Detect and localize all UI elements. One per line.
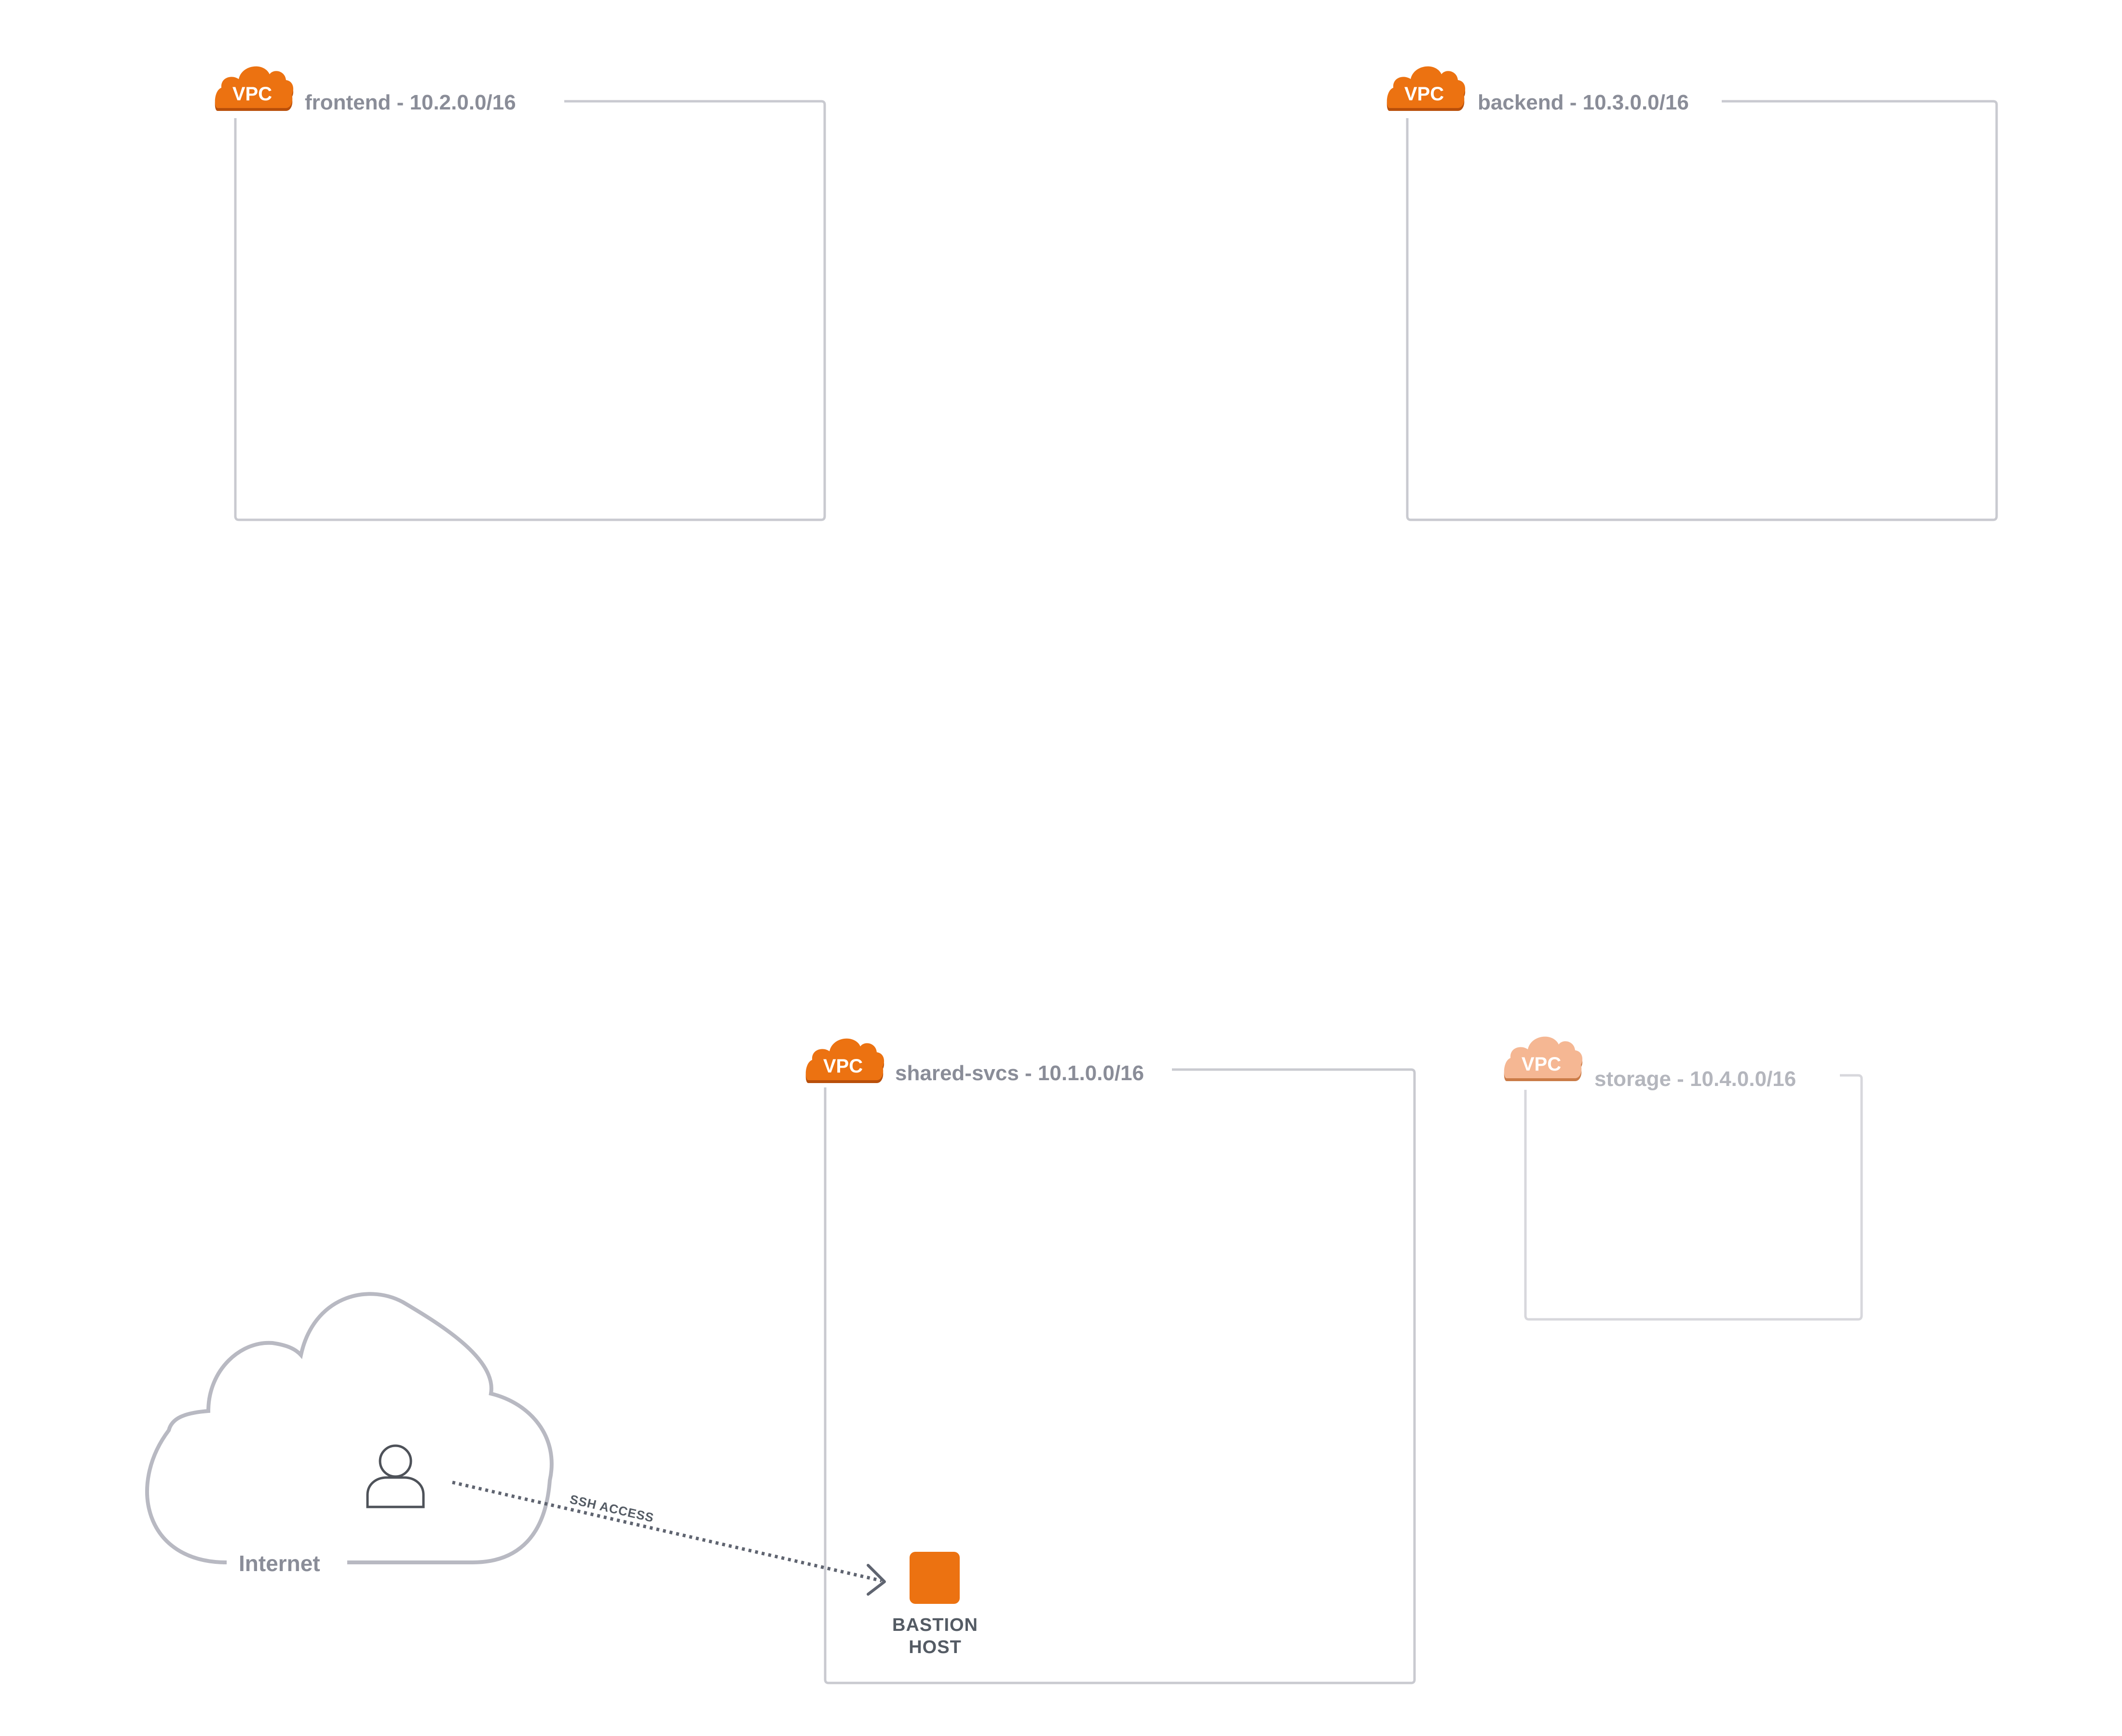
vpc-boundary xyxy=(1524,1074,1863,1321)
vpc-label: backend - 10.3.0.0/16 xyxy=(1478,91,1689,114)
vpc-badge-text: VPC xyxy=(1522,1054,1561,1075)
ssh-access-connector[interactable]: SSH ACCESS xyxy=(452,1480,886,1596)
user-icon xyxy=(366,1444,425,1508)
vpc-boundary xyxy=(234,100,826,521)
vpc-badge: VPC xyxy=(215,66,294,111)
internet-cloud-icon xyxy=(145,1292,554,1564)
vpc-label: storage - 10.4.0.0/16 xyxy=(1594,1067,1796,1091)
vpc-badge-text: VPC xyxy=(232,83,272,105)
arrowhead-icon xyxy=(867,1564,886,1596)
bastion-host[interactable]: BASTION HOST xyxy=(892,1552,978,1657)
vpc-badge-text: VPC xyxy=(1404,83,1444,105)
vpc-badge-text: VPC xyxy=(823,1056,863,1077)
vpc-shared-svcs[interactable]: VPC shared-svcs - 10.1.0.0/16 xyxy=(805,1038,1416,1684)
bastion-label-line2: HOST xyxy=(909,1637,962,1657)
bastion-label-line1: BASTION xyxy=(892,1615,978,1635)
vpc-label: frontend - 10.2.0.0/16 xyxy=(305,91,516,114)
vpc-storage[interactable]: VPC storage - 10.4.0.0/16 xyxy=(1504,1036,1863,1321)
vpc-frontend[interactable]: VPC frontend - 10.2.0.0/16 xyxy=(215,66,826,521)
vpc-boundary xyxy=(1406,100,1998,521)
vpc-badge: VPC xyxy=(1504,1036,1583,1081)
vpc-badge: VPC xyxy=(1387,66,1466,111)
ssh-access-line xyxy=(452,1480,882,1583)
internet-zone[interactable]: Internet xyxy=(145,1292,554,1576)
vpc-label: shared-svcs - 10.1.0.0/16 xyxy=(895,1061,1144,1085)
ec2-instance-icon xyxy=(910,1552,960,1604)
vpc-boundary xyxy=(824,1068,1416,1684)
internet-label: Internet xyxy=(239,1551,320,1576)
vpc-badge: VPC xyxy=(805,1038,884,1083)
vpc-backend[interactable]: VPC backend - 10.3.0.0/16 xyxy=(1387,66,1998,521)
